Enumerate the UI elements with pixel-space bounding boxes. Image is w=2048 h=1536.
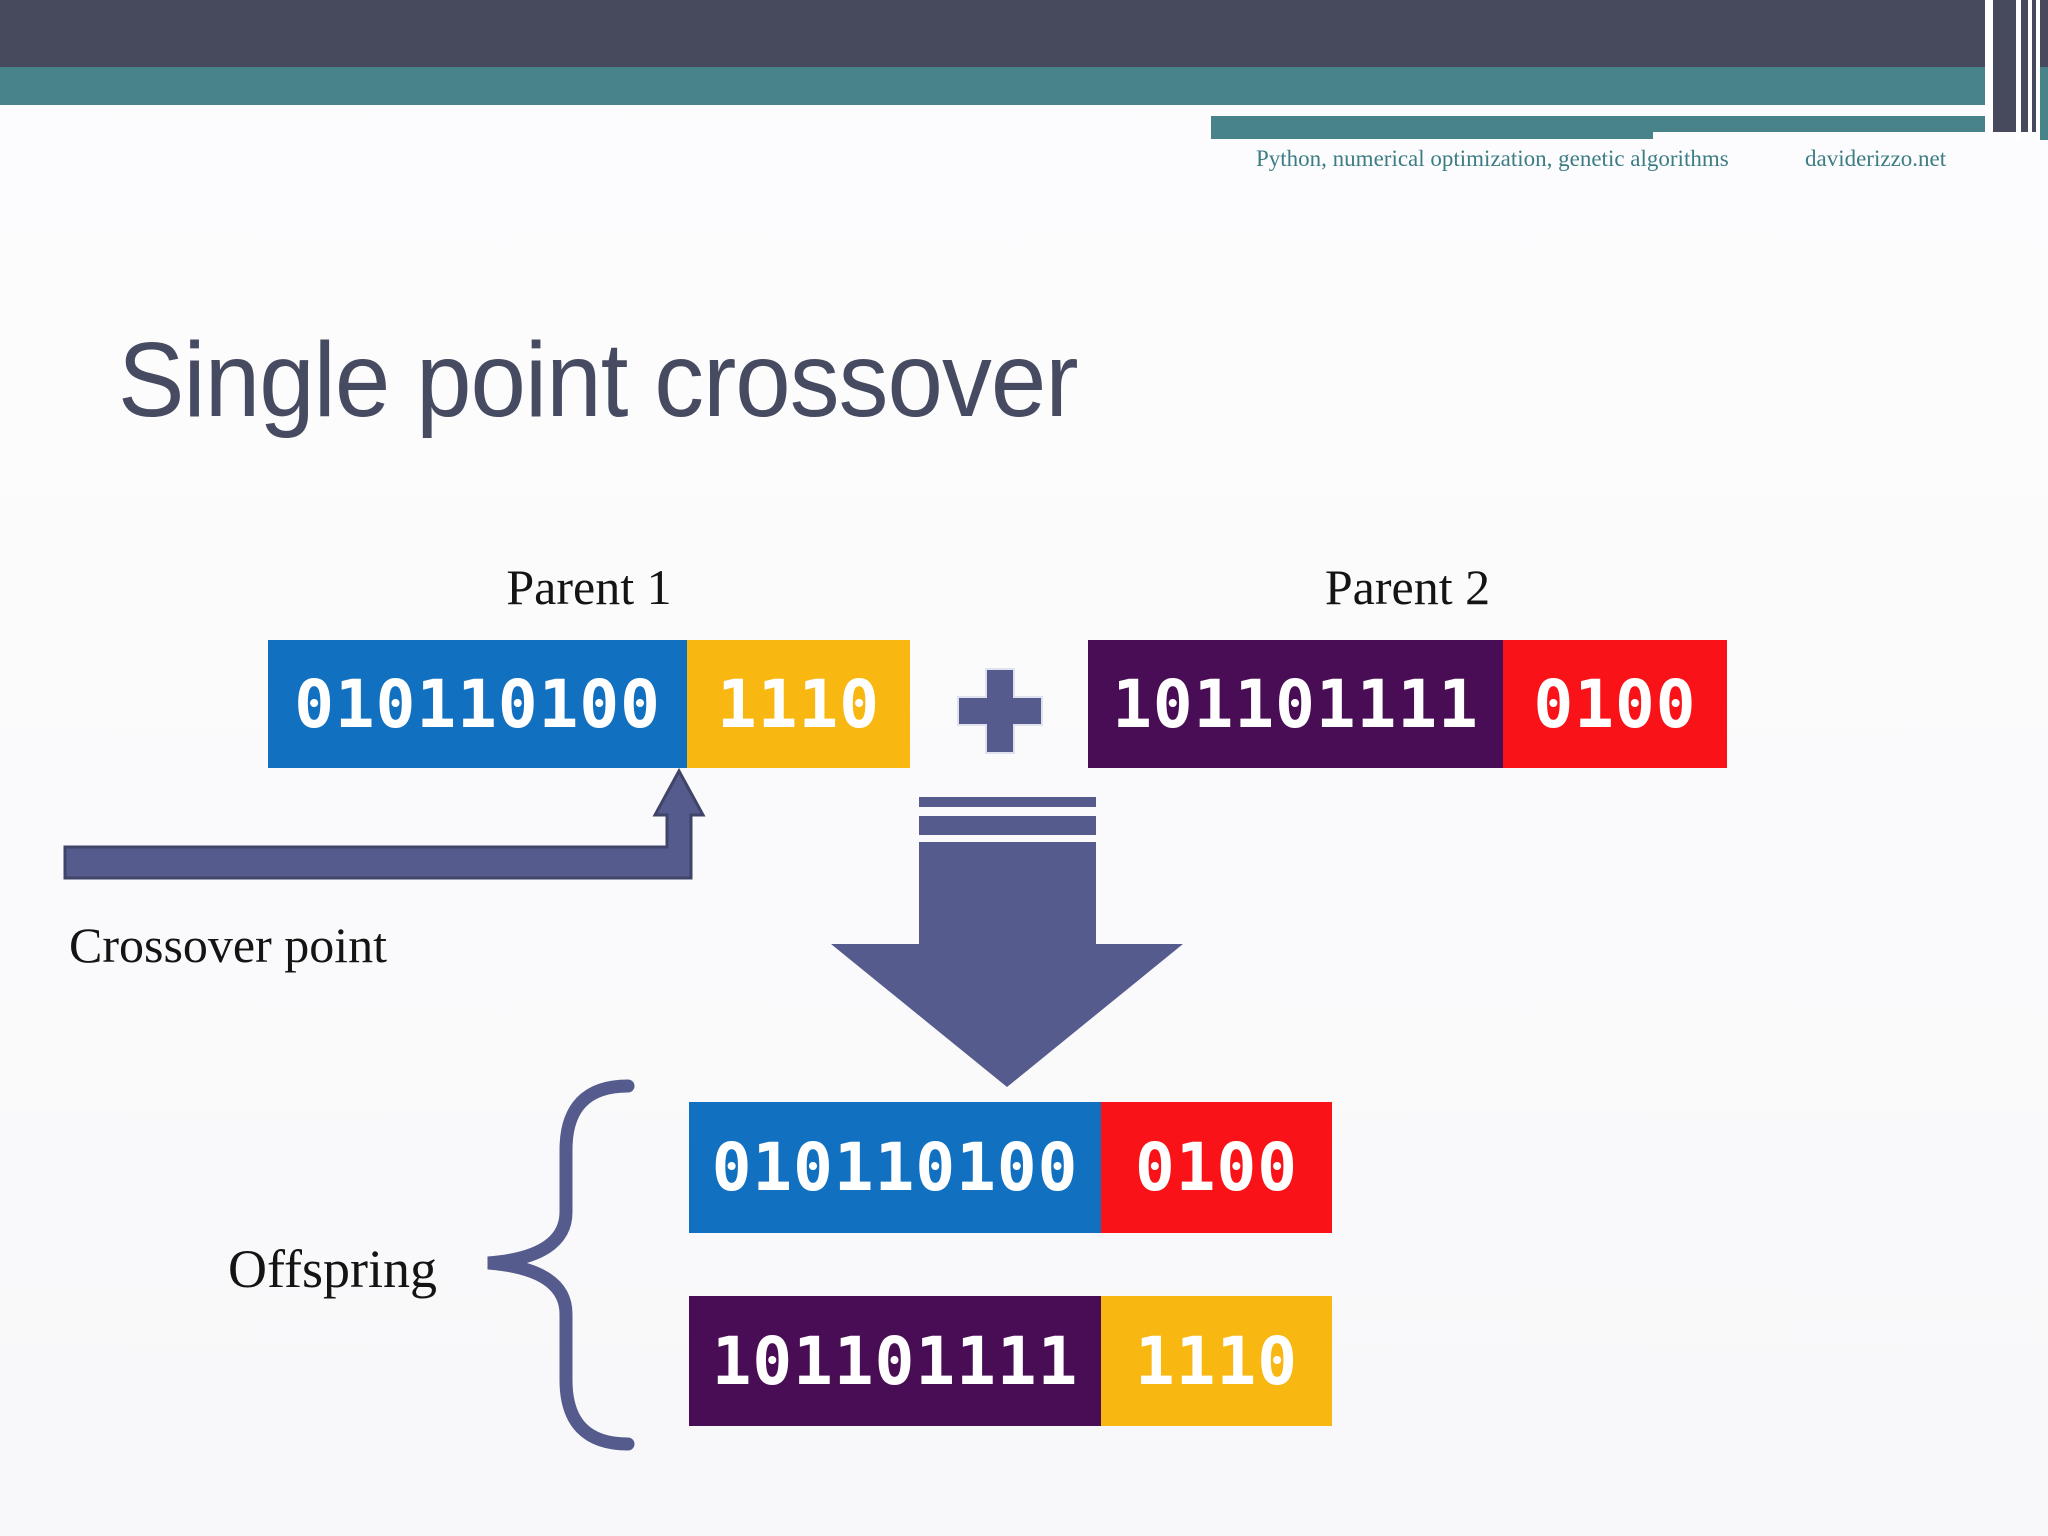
header-teal-bar [0,67,2048,105]
decorative-stripe [1993,0,2016,132]
parent2-head-segment: 101101111 [1088,640,1503,768]
decorative-stripe [2036,0,2040,140]
header-teal-strip [1211,116,1990,132]
elbow-up-arrow-icon [63,767,706,880]
decorative-stripe [2028,0,2032,132]
decorative-stripe [1985,0,1993,132]
decorative-stripe [2040,67,2048,140]
child1-head-segment: 010110100 [689,1102,1101,1233]
parent1-label: Parent 1 [506,559,672,615]
offspring-label: Offspring [228,1239,437,1299]
striped-down-arrow-icon [831,797,1183,1087]
crossover-point-label: Crossover point [69,917,388,973]
child1-tail-segment: 0100 [1101,1102,1332,1233]
curly-brace-icon [487,1079,635,1451]
parent2-tail-segment: 0100 [1503,640,1727,768]
child2-tail-segment: 1110 [1101,1296,1332,1426]
parent2-label: Parent 2 [1324,559,1491,615]
decorative-stripe [2021,0,2028,132]
decorative-stripe [2032,0,2036,132]
parent1-head-segment: 010110100 [268,640,687,768]
child2-head-segment: 101101111 [689,1296,1101,1426]
header-site-text: daviderizzo.net [1805,146,1947,171]
parent1-tail-segment: 1110 [687,640,910,768]
page-title: Single point crossover [118,321,1079,439]
decorative-stripe [2016,0,2021,140]
plus-icon [957,668,1043,754]
header-dark-bar [0,0,2048,67]
header-teal-substrip [1211,132,1653,139]
header-topic-text: Python, numerical optimization, genetic … [1256,146,1729,171]
